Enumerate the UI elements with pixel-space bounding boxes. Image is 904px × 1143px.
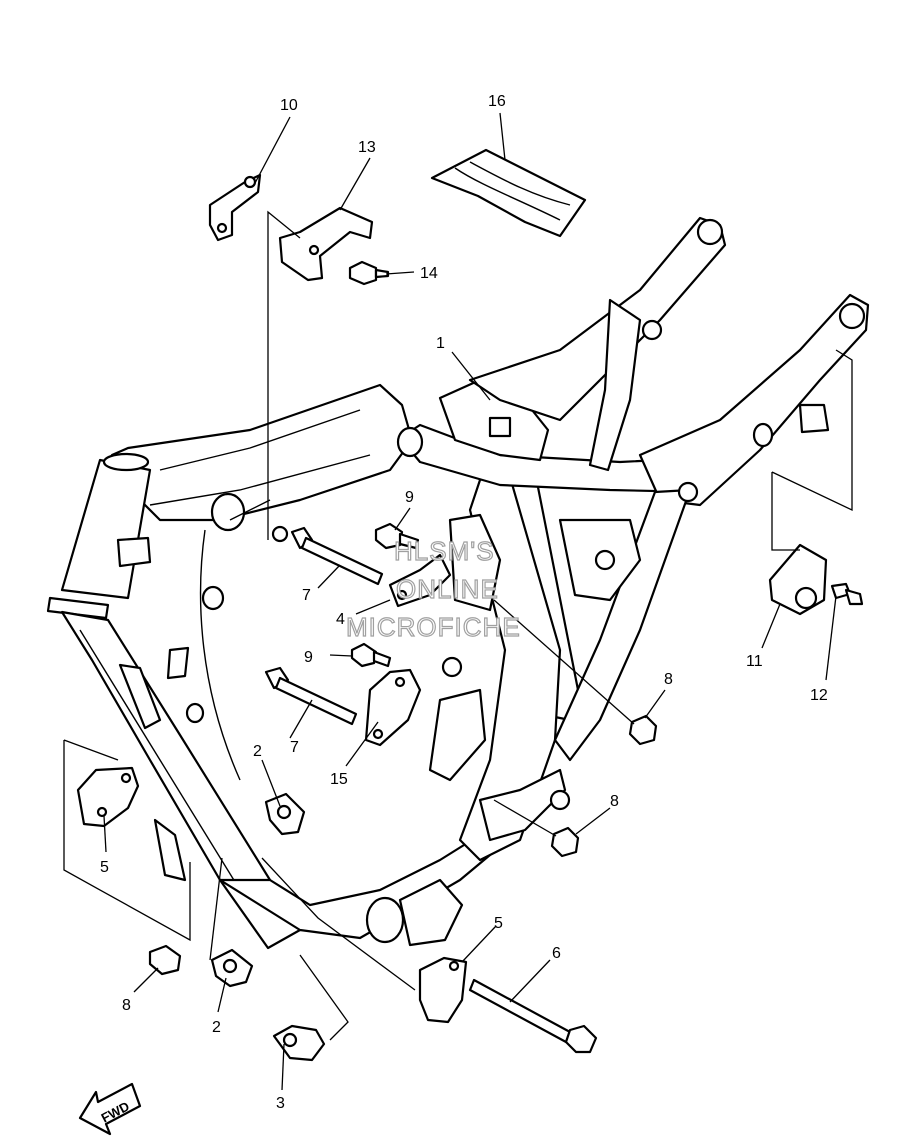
callout-10: 10 [280,97,298,114]
part-2-clamp-lower [210,948,254,988]
part-15-plate [364,668,422,747]
callout-5-left: 5 [100,859,109,876]
watermark-line-1: HLSM'S [394,536,495,566]
callout-14: 14 [420,265,438,282]
part-10-bracket [208,173,262,242]
callout-3: 3 [276,1095,285,1112]
part-8-nut-left [148,944,182,976]
callout-15: 15 [330,771,348,788]
part-7-bolt-upper [290,526,384,586]
part-11-mount [768,543,828,616]
callout-9-upper: 9 [405,489,414,506]
fwd-arrow-icon: FWD [78,1082,142,1136]
part-16-bag [430,148,587,238]
main-frame [46,216,870,950]
part-6-bolt [468,978,598,1054]
callout-leaders [103,112,837,1091]
part-8-nut-right-lower [550,826,580,858]
callout-13: 13 [358,139,376,156]
part-7-bolt-lower [264,666,358,726]
callout-5-right: 5 [494,915,503,932]
part-5-bracket-left [76,766,140,828]
part-14-bolt [348,260,390,286]
callout-9-lower: 9 [304,649,313,666]
reference-lines [63,210,853,1041]
part-12-bolt [830,582,864,606]
part-9-bolt-upper [374,522,420,550]
callout-4: 4 [336,611,345,628]
part-3-clamp [272,1024,326,1062]
callout-8-right-upper: 8 [664,671,673,688]
callout-8-left: 8 [122,997,131,1014]
callout-7-lower: 7 [290,739,299,756]
part-5-bracket-right [418,956,468,1024]
callout-2-upper: 2 [253,743,262,760]
part-4-plate [388,553,452,608]
callout-7-upper: 7 [302,587,311,604]
watermark-line-3: MICROFICHE [346,612,521,642]
callout-11: 11 [746,653,763,670]
part-9-bolt-lower [350,642,392,668]
callout-labels: 1 2 2 3 4 5 5 6 7 7 8 8 8 9 9 10 11 12 1… [100,93,828,1112]
callout-16: 16 [488,93,506,110]
part-8-nut-right-upper [628,714,658,746]
callout-12: 12 [810,687,828,704]
callout-6: 6 [552,945,561,962]
callout-1: 1 [436,335,445,352]
part-13-bracket [278,206,374,282]
callout-8-right-lower: 8 [610,793,619,810]
callout-2-lower: 2 [212,1019,221,1036]
watermark-line-2: ONLINE [396,574,499,604]
part-2-clamp-upper [264,792,306,836]
watermark: HLSM'S ONLINE MICROFICHE [345,535,521,642]
